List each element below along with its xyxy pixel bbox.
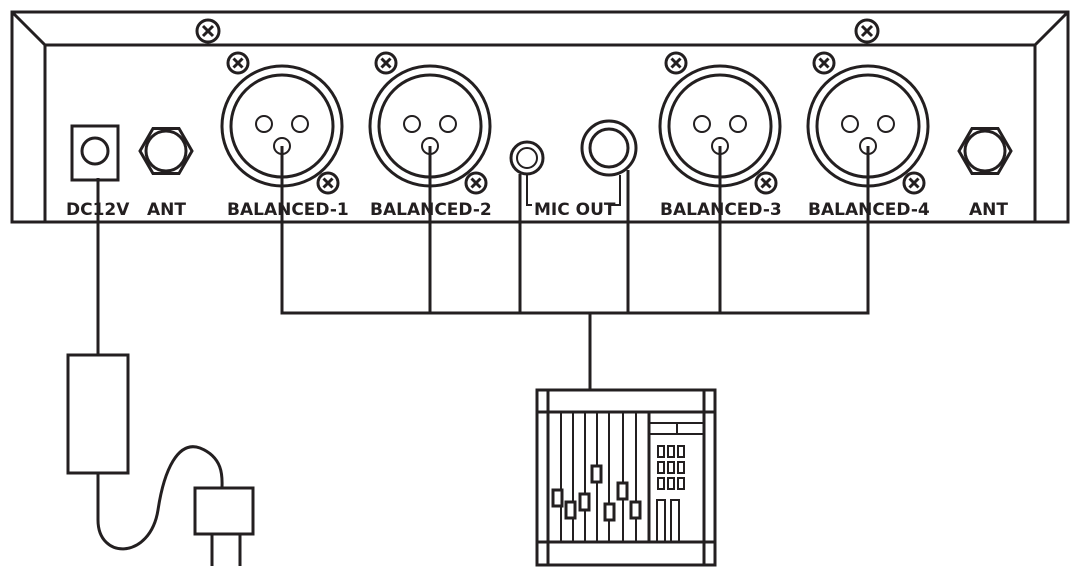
label-balanced-3: BALANCED-3 [660, 200, 782, 220]
label-balanced-4: BALANCED-4 [808, 200, 930, 220]
power-adapter-icon [66, 353, 130, 475]
screw-icon [374, 51, 398, 75]
screw-icon [664, 51, 688, 75]
xlr-connector-icon [658, 64, 782, 188]
screw-icon [902, 171, 926, 195]
screw-icon [316, 171, 340, 195]
antenna-connector-icon [138, 127, 194, 175]
label-balanced-2: BALANCED-2 [370, 200, 492, 220]
mixing-console-icon [535, 388, 717, 567]
xlr-connector-icon [806, 64, 930, 188]
power-plug-icon [193, 486, 255, 566]
large-jack-socket-icon [580, 119, 638, 177]
xlr-connector-icon [368, 64, 492, 188]
audio-wiring [280, 146, 870, 390]
screw-icon [812, 51, 836, 75]
dc-jack-icon [70, 124, 120, 182]
label-mic-out: MIC OUT [534, 200, 616, 220]
port-labels: DC12V ANT BALANCED-1 BALANCED-2 MIC OUT … [66, 200, 1008, 220]
screw-icon [464, 171, 488, 195]
label-balanced-1: BALANCED-1 [227, 200, 349, 220]
receiver-rear-panel [10, 10, 1070, 224]
power-cable [66, 178, 255, 566]
label-ant-left: ANT [147, 200, 186, 220]
small-jack-socket-icon [509, 140, 545, 176]
screw-icon [754, 171, 778, 195]
screw-icon [226, 51, 250, 75]
screw-icon [854, 18, 880, 44]
label-dc12v: DC12V [66, 200, 130, 220]
label-ant-right: ANT [969, 200, 1008, 220]
mic-out-bracket [526, 174, 621, 206]
screw-icon [195, 18, 221, 44]
antenna-connector-icon [957, 127, 1013, 175]
